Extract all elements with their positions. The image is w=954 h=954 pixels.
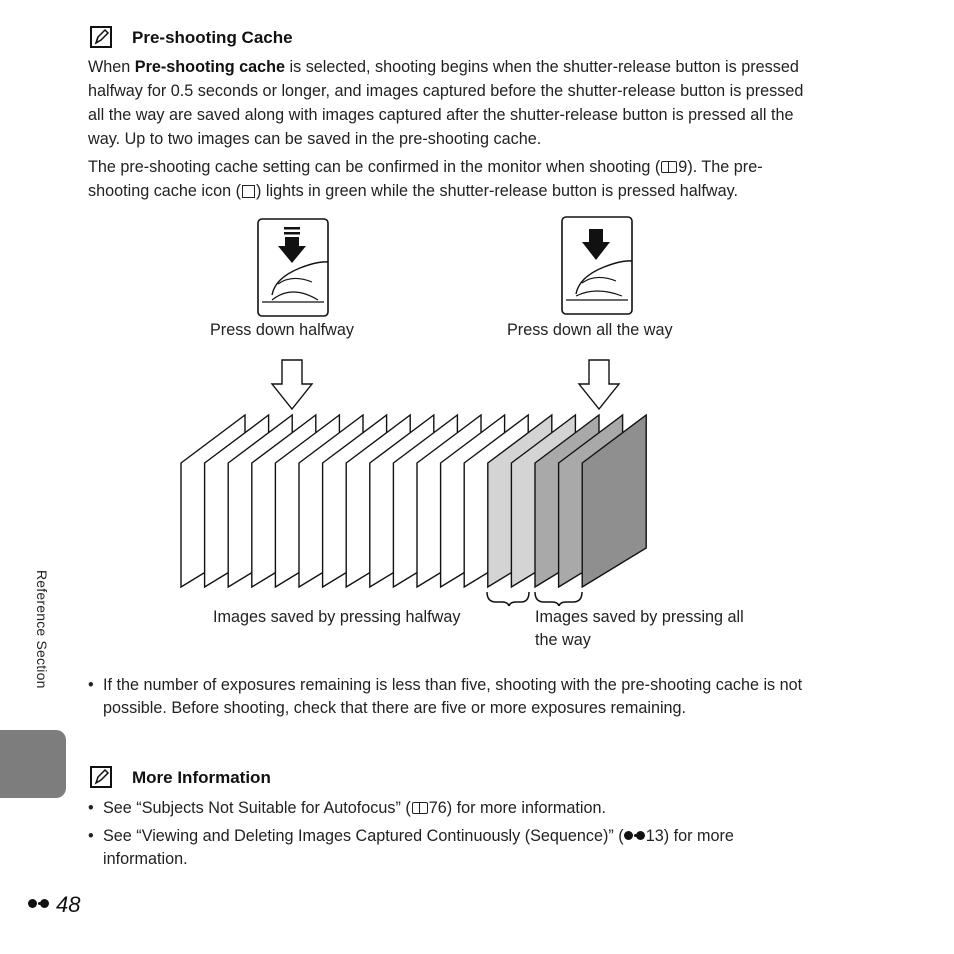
list-item: • See “Subjects Not Suitable for Autofoc… <box>88 799 606 817</box>
pre-shooting-cache-diagram <box>180 216 647 607</box>
label-press-halfway: Press down halfway <box>210 321 354 339</box>
label-press-fullway: Press down all the way <box>507 321 673 339</box>
section-tab <box>0 730 66 798</box>
list-item: • If the number of exposures remaining i… <box>88 676 803 717</box>
brace-halfway <box>486 591 530 607</box>
note-heading: More Information <box>132 768 271 787</box>
list-item: • See “Viewing and Deleting Images Captu… <box>88 827 734 868</box>
pencil-note-icon <box>90 766 112 788</box>
reference-section-icon <box>28 898 54 912</box>
arrow-halfway <box>270 359 314 411</box>
page-number: 48 <box>28 892 80 918</box>
shutter-halfway-illustration <box>257 218 329 317</box>
image-frame <box>581 413 647 589</box>
reference-section-icon <box>623 830 646 842</box>
caption-saved-fullway: Images saved by pressing all the way <box>535 608 744 649</box>
pre-shooting-cache-icon <box>241 185 255 198</box>
image-frames <box>180 413 647 589</box>
sidebar-section-label: Reference Section <box>34 570 50 689</box>
brace-fullway <box>534 591 583 607</box>
pencil-note-icon <box>90 26 112 48</box>
book-reference-icon <box>411 802 428 814</box>
note-paragraph-2: The pre-shooting cache setting can be co… <box>88 158 763 200</box>
note-heading: Pre-shooting Cache <box>132 28 293 47</box>
note-paragraph-1: When Pre-shooting cache is selected, sho… <box>88 58 804 148</box>
arrow-fullway <box>577 359 621 411</box>
book-reference-icon <box>661 161 678 173</box>
caption-saved-halfway: Images saved by pressing halfway <box>213 608 461 626</box>
shutter-fullway-illustration <box>561 216 633 315</box>
